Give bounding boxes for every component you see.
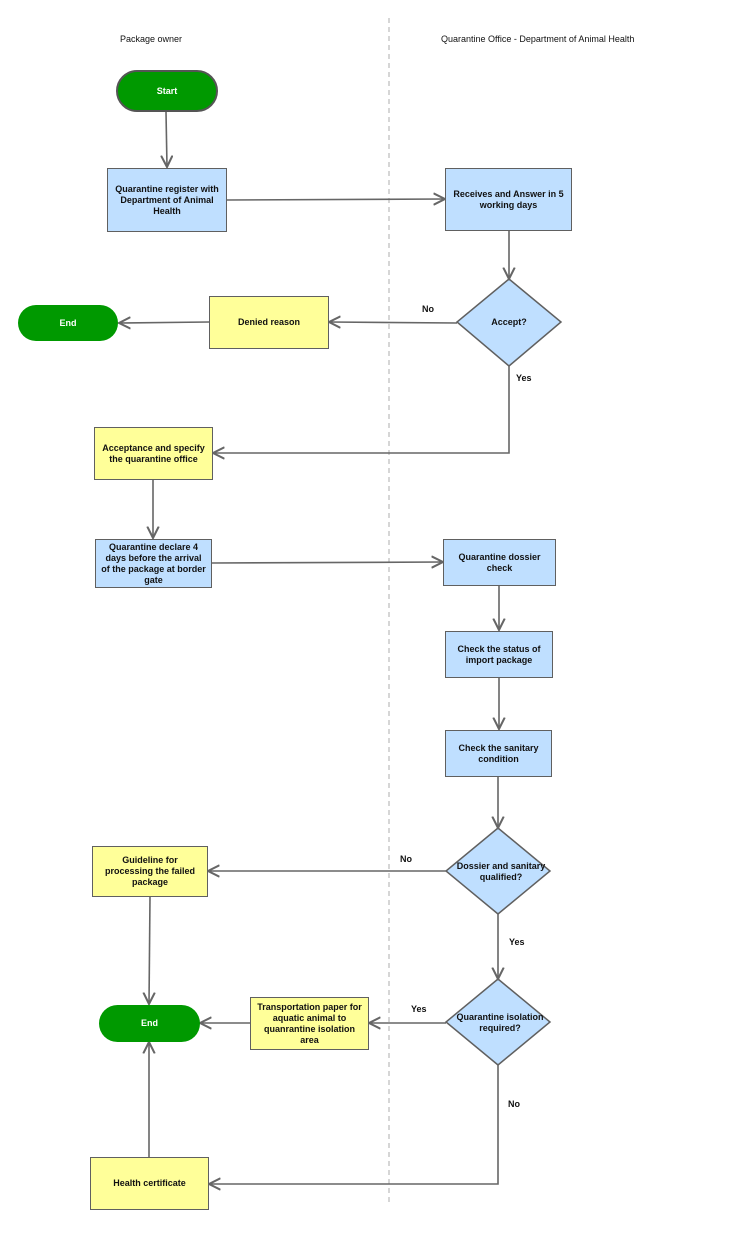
isolation-yes-label: Yes — [411, 1004, 427, 1014]
edge-register-receives — [226, 199, 445, 200]
register-box[interactable]: Quarantine register with Department of A… — [107, 168, 227, 232]
denied-box[interactable]: Denied reason — [209, 296, 329, 349]
declare-box[interactable]: Quarantine declare 4 days before the arr… — [95, 539, 212, 588]
end-node-2[interactable]: End — [99, 1005, 200, 1042]
acceptance-box[interactable]: Acceptance and specify the quarantine of… — [94, 427, 213, 480]
health-certificate-box[interactable]: Health certificate — [90, 1157, 209, 1210]
edge-isolation-health — [209, 1065, 499, 1184]
isolation-label: Quarantine isolation required? — [456, 1012, 544, 1033]
accept-label: Accept? — [491, 316, 527, 327]
qualified-label: Dossier and sanitary qualified? — [456, 861, 546, 882]
qualified-yes-label: Yes — [509, 937, 525, 947]
start-node[interactable]: Start — [116, 70, 218, 112]
qualified-no-label: No — [400, 854, 412, 864]
guideline-box[interactable]: Guideline for processing the failed pack… — [92, 846, 208, 897]
accept-no-label: No — [422, 304, 434, 314]
edge-accept-acceptance — [213, 366, 510, 453]
edge-denied-end — [119, 322, 210, 323]
end-node-1[interactable]: End — [18, 305, 118, 341]
lane-quarantine-office: Quarantine Office - Department of Animal… — [441, 34, 635, 44]
status-box[interactable]: Check the status of import package — [445, 631, 553, 678]
receives-box[interactable]: Receives and Answer in 5 working days — [445, 168, 572, 231]
accept-yes-label: Yes — [516, 373, 532, 383]
sanitary-box[interactable]: Check the sanitary condition — [445, 730, 552, 777]
dossier-box[interactable]: Quarantine dossier check — [443, 539, 556, 586]
edge-accept-denied — [329, 322, 458, 323]
isolation-no-label: No — [508, 1099, 520, 1109]
edge-guideline-end — [149, 896, 150, 1004]
edge-declare-dossier — [211, 562, 443, 563]
lane-package-owner: Package owner — [120, 34, 183, 44]
edge-start-register — [166, 111, 167, 167]
transport-box[interactable]: Transportation paper for aquatic animal … — [250, 997, 369, 1050]
